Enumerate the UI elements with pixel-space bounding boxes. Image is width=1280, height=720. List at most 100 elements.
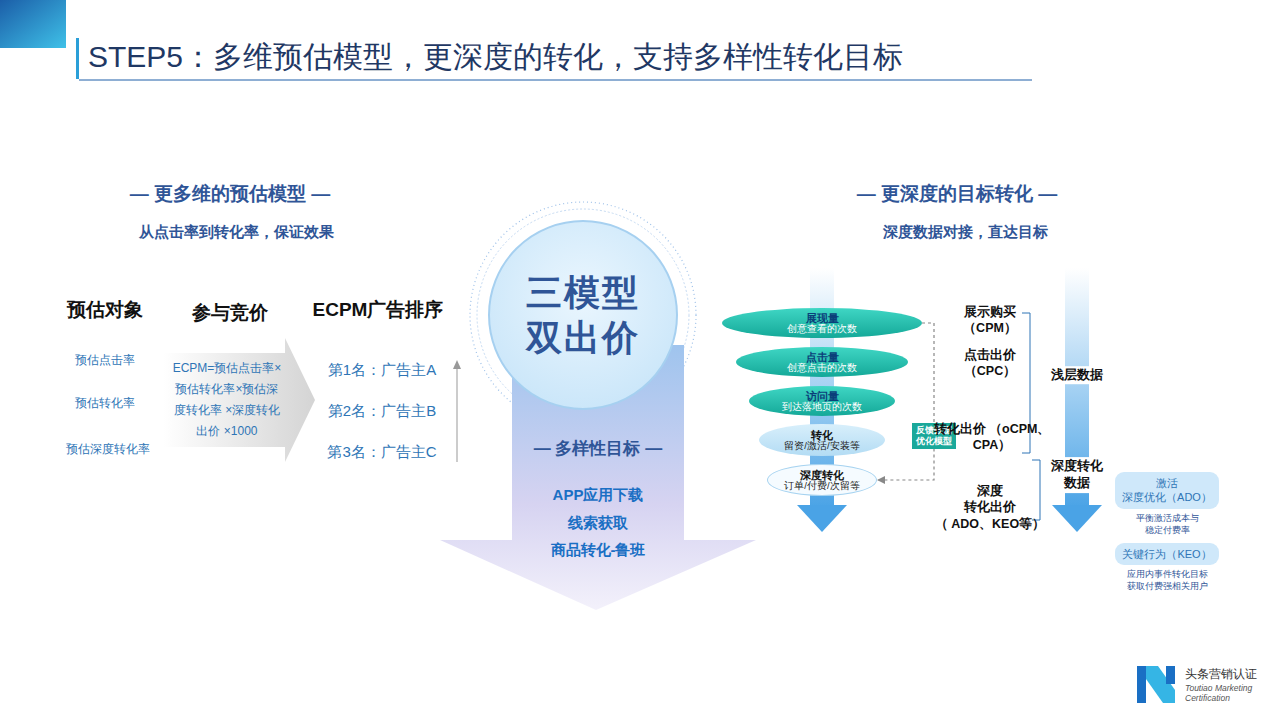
- arrow-outline: [440, 345, 756, 610]
- rank-arrow-head: [453, 360, 461, 369]
- label-text: 预估深度转化率: [66, 442, 150, 456]
- label-box: 第2名：广告主B: [328, 402, 436, 420]
- label-text: 转化出价 （oCPM、 CPA）: [934, 421, 1051, 454]
- option-note: 平衡激活成本与 稳定付费率: [1136, 512, 1199, 536]
- label-box: ECPM广告排序: [313, 299, 444, 322]
- text-line: 数据: [1051, 475, 1103, 492]
- layer-note: 订单/付费/次留等: [784, 481, 859, 491]
- layer-name: 访问量: [806, 390, 839, 402]
- option-card: 激活 深度优化（ADO） 平衡激活成本与 稳定付费率: [1115, 472, 1219, 536]
- text-line: 稳定付费率: [1136, 524, 1199, 536]
- text-line: 获取付费强相关用户: [1127, 580, 1208, 592]
- label-text: — 更多维的预估模型 —: [130, 183, 331, 206]
- option-card-shape: 激活 深度优化（ADO）: [1115, 472, 1219, 509]
- slide-title: STEP5：多维预估模型，更深度的转化，支持多样性转化目标: [88, 39, 903, 75]
- rank-arrow: [457, 368, 458, 462]
- label-box: 展示购买 （CPM）: [963, 304, 1017, 337]
- goal-item: 商品转化-鲁班: [551, 536, 646, 564]
- option-note: 应用内事件转化目标 获取付费强相关用户: [1127, 568, 1208, 592]
- text-line: 应用内事件转化目标: [1127, 568, 1208, 580]
- label-box: 深度数据对接，直达目标: [883, 223, 1048, 241]
- label-text: 第1名：广告主A: [328, 361, 436, 379]
- label-text: 预估对象: [67, 299, 143, 322]
- option-name: 激活 深度优化（ADO）: [1122, 476, 1212, 505]
- label-text: 深度 转化出价 （ ADO、KEO等）: [935, 483, 1045, 532]
- label-box: 从点击率到转化率，保证效果: [139, 223, 334, 241]
- label-text: 深度转化 数据: [1049, 457, 1105, 493]
- text-line: （ ADO、KEO等）: [935, 515, 1045, 531]
- label-box: 深度转化 数据: [1049, 457, 1105, 493]
- text-line: 转化出价: [935, 499, 1045, 515]
- formula-arrow: ECPM=预估点击率×预估转化率×预估深度转化率 ×深度转化出价 ×1000: [163, 338, 315, 462]
- text-line: Toutiao Marketing: [1185, 684, 1252, 694]
- label-text: 深度数据对接，直达目标: [883, 223, 1048, 241]
- corner-block: [0, 0, 66, 48]
- layer-note: 创意查看的次数: [787, 324, 857, 334]
- feedback-connector: [922, 323, 934, 423]
- layer-name: 点击量: [806, 351, 839, 363]
- funnel-layer: 转化留资/激活/安装等: [759, 424, 885, 456]
- goal-heading: — 多样性目标 —: [534, 437, 662, 461]
- funnel-layer: 访问量到达落地页的次数: [749, 386, 895, 416]
- label-box: 预估点击率: [75, 353, 135, 367]
- logo-shape: [1166, 666, 1175, 684]
- layer-name: 深度转化: [800, 469, 844, 481]
- goal-item: APP应用下载: [553, 481, 644, 509]
- logo-shape: [1137, 666, 1146, 703]
- text-line: （CPM）: [963, 320, 1017, 336]
- layer-note: 创意点击的次数: [787, 363, 857, 373]
- label-box: 预估转化率: [75, 396, 135, 410]
- label-text: ECPM广告排序: [313, 299, 444, 322]
- label-text: 展示购买 （CPM）: [963, 304, 1017, 337]
- label-text: 从点击率到转化率，保证效果: [139, 223, 334, 241]
- label-text: 浅层数据: [1049, 366, 1105, 384]
- label-text: 预估转化率: [75, 396, 135, 410]
- label-box: — 更多维的预估模型 —: [130, 183, 331, 206]
- arrow-outline: [163, 338, 315, 462]
- text-line: 深度优化（ADO）: [1122, 490, 1212, 504]
- text-line: 优化模型: [916, 436, 952, 447]
- label-text: Toutiao Marketing Certification: [1185, 684, 1252, 704]
- funnel-layer: 展现量创意查看的次数: [722, 308, 922, 338]
- option-card-shape: 关键行为（KEO）: [1115, 543, 1219, 565]
- text-line: 转化出价 （oCPM、: [934, 421, 1051, 437]
- label-box: 第1名：广告主A: [328, 361, 436, 379]
- label-box: 浅层数据: [1049, 366, 1105, 384]
- label-box: 预估深度转化率: [66, 442, 150, 456]
- option-name: 关键行为（KEO）: [1122, 547, 1211, 561]
- arrow-shape: [163, 338, 315, 462]
- label-text: 参与竞价: [192, 302, 268, 325]
- text-line: 深度转化: [1051, 458, 1103, 475]
- text-line: 点击出价: [964, 347, 1016, 363]
- label-text: — 更深度的目标转化 —: [857, 183, 1058, 206]
- text-line: 双出价: [526, 315, 640, 360]
- goal-item: 线索获取: [568, 509, 628, 537]
- label-text: 第2名：广告主B: [328, 402, 436, 420]
- title-underline: [79, 80, 1032, 81]
- label-box: 点击出价 （CPC）: [964, 347, 1016, 380]
- layer-note: 留资/激活/安装等: [784, 441, 859, 451]
- layer-note: 到达落地页的次数: [782, 402, 862, 412]
- layer-name: 转化: [811, 429, 833, 441]
- core-circle: 三模型 双出价: [488, 220, 678, 410]
- option-card: 关键行为（KEO） 应用内事件转化目标 获取付费强相关用户: [1115, 543, 1219, 593]
- logo-shape: [1146, 666, 1175, 703]
- funnel-layer: 深度转化订单/付费/次留等: [767, 464, 877, 496]
- label-box: — 更深度的目标转化 —: [857, 183, 1058, 206]
- bracket: [1032, 460, 1040, 520]
- formula-text: ECPM=预估点击率×预估转化率×预估深度转化率 ×深度转化出价 ×1000: [171, 358, 283, 442]
- feedback-connector: [878, 449, 934, 480]
- label-box: 参与竞价: [192, 302, 268, 325]
- label-box: 预估对象: [67, 299, 143, 322]
- text-line: 激活: [1122, 476, 1212, 490]
- layer-name: 展现量: [806, 312, 839, 324]
- label-text: 第3名：广告主C: [327, 443, 436, 461]
- core-text: 三模型 双出价: [526, 270, 640, 360]
- label-box: 头条营销认证: [1185, 667, 1257, 681]
- label-text: 点击出价 （CPC）: [964, 347, 1016, 380]
- label-box: 第3名：广告主C: [327, 443, 436, 461]
- funnel-arrow-head: [797, 505, 847, 532]
- text-line: 平衡激活成本与: [1136, 512, 1199, 524]
